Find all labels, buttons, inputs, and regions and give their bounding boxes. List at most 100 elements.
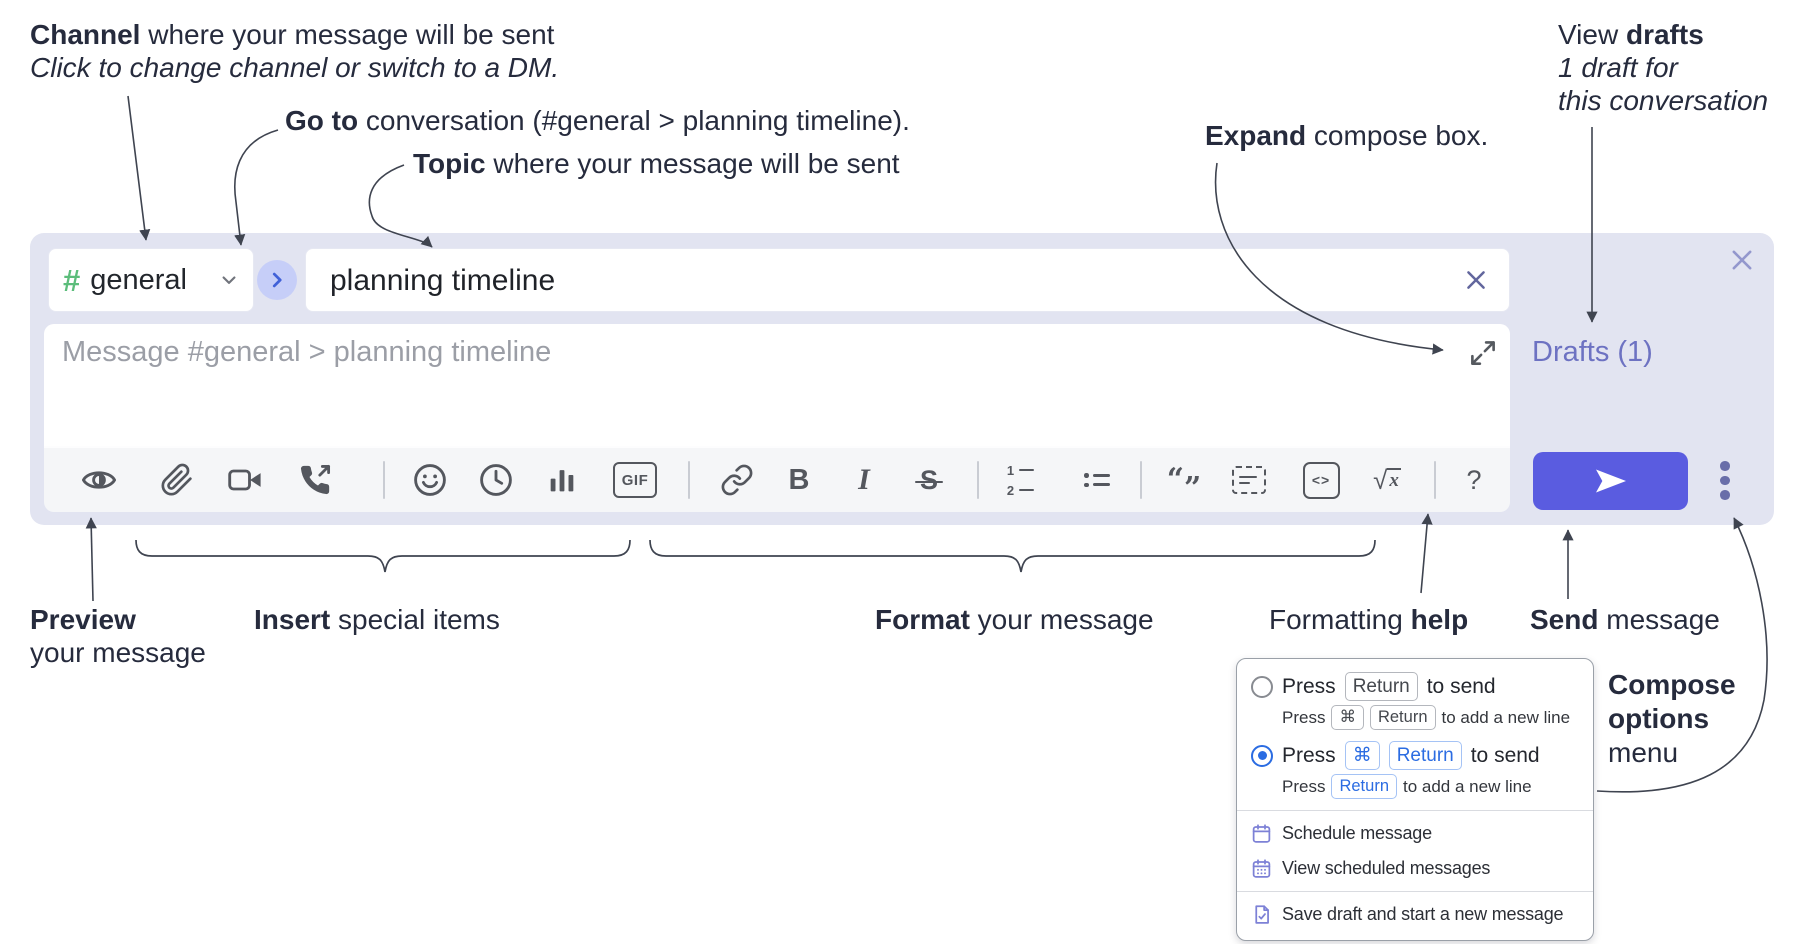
topic-input[interactable] <box>328 249 1462 313</box>
schedule-message-item[interactable]: Schedule message <box>1251 816 1579 851</box>
annotation-channel-rest: where your message will be sent <box>140 19 555 50</box>
smiley-icon <box>414 464 446 496</box>
link-button[interactable] <box>715 458 759 502</box>
bulleted-list-button[interactable] <box>1075 458 1119 502</box>
cmd-enter-sends-option[interactable]: Press ⌘ Return to send <box>1251 736 1579 772</box>
cmd-enter-sends-hint: Press Return to add a new line <box>1251 772 1579 805</box>
annotation-expand-bold: Expand <box>1205 120 1307 151</box>
numbered-list-button[interactable]: 1 2 <box>998 458 1042 502</box>
annotation-channel-line2: Click to change channel or switch to a D… <box>30 52 560 83</box>
annotation-help-bold: help <box>1410 604 1469 635</box>
annotation-channel-bold: Channel <box>30 19 141 50</box>
annotation-expand: Expand compose box. <box>1205 119 1488 152</box>
message-input[interactable] <box>60 334 1444 438</box>
close-icon <box>1732 250 1752 270</box>
popup-divider <box>1237 810 1593 811</box>
strikethrough-icon: S <box>914 464 944 495</box>
calendar-icon <box>1252 824 1271 843</box>
go-to-conversation-button[interactable] <box>257 260 297 300</box>
radio-unselected-icon[interactable] <box>1251 675 1273 698</box>
send-button[interactable] <box>1533 452 1688 510</box>
annotation-expand-rest: compose box. <box>1306 120 1489 151</box>
annotation-insert-rest: special items <box>330 604 500 635</box>
gif-icon: GIF <box>613 462 657 498</box>
channel-hash-icon: # <box>63 262 81 298</box>
global-time-button[interactable] <box>474 458 518 502</box>
calendar-dots-icon <box>1252 859 1271 878</box>
menu-item-label: Schedule message <box>1282 823 1432 843</box>
channel-name: general <box>90 263 187 296</box>
draft-document-icon <box>1255 905 1269 924</box>
paperclip-icon <box>161 463 192 496</box>
annotation-preview-bold: Preview <box>30 604 136 635</box>
emoji-button[interactable] <box>408 458 452 502</box>
drafts-link[interactable]: Drafts (1) <box>1532 336 1653 368</box>
video-call-button[interactable] <box>223 458 267 502</box>
bar-chart-icon <box>550 470 574 492</box>
message-field <box>44 324 1510 446</box>
annotation-send: Send message <box>1530 603 1720 636</box>
toolbar-divider <box>977 461 979 499</box>
expand-compose-button[interactable] <box>1468 338 1498 368</box>
compose-box: # general Drafts (1) <box>30 233 1774 525</box>
spoiler-button[interactable] <box>1227 458 1271 502</box>
spoiler-icon <box>1232 466 1266 494</box>
annotation-topic-rest: where your message will be sent <box>485 148 900 179</box>
save-draft-item[interactable]: Save draft and start a new message <box>1251 897 1579 932</box>
annotation-format: Format your message <box>875 603 1154 636</box>
format-brace <box>649 539 1376 573</box>
annotation-goto-rest: conversation (#general > planning timeli… <box>358 105 910 136</box>
return-key: Return <box>1369 705 1436 730</box>
formatting-help-button[interactable]: ? <box>1452 458 1496 502</box>
math-button[interactable]: √x <box>1365 458 1409 502</box>
return-key: Return <box>1344 672 1418 701</box>
eye-icon <box>81 471 117 489</box>
connector-preview <box>85 517 97 602</box>
italic-button[interactable]: I <box>842 458 886 502</box>
gif-button[interactable]: GIF <box>613 458 657 502</box>
preview-button[interactable] <box>77 458 121 502</box>
radio-selected-icon[interactable] <box>1251 744 1273 767</box>
cmd-key: ⌘ <box>1331 705 1364 730</box>
return-key: Return <box>1388 741 1462 770</box>
annotation-view-drafts-line2: 1 draft for <box>1558 52 1678 83</box>
compose-options-menu-button[interactable] <box>1716 457 1734 504</box>
chevron-down-icon <box>219 270 239 290</box>
press-label: Press <box>1282 776 1326 796</box>
toolbar-divider <box>1434 461 1436 499</box>
strikethrough-button[interactable]: S <box>907 458 951 502</box>
link-icon <box>721 464 753 496</box>
close-compose-button[interactable] <box>1728 246 1756 274</box>
annotation-topic-bold: Topic <box>413 148 486 179</box>
annotation-topic: Topic where your message will be sent <box>413 147 900 180</box>
clock-icon <box>480 464 512 496</box>
attach-file-button[interactable] <box>155 458 199 502</box>
annotation-help-pre: Formatting <box>1269 604 1411 635</box>
annotation-goto: Go to conversation (#general > planning … <box>285 104 910 137</box>
annotation-preview: Preview your message <box>30 603 206 669</box>
voice-call-button[interactable] <box>293 458 337 502</box>
annotation-preview-line2: your message <box>30 637 206 668</box>
view-scheduled-messages-item[interactable]: View scheduled messages <box>1251 851 1579 886</box>
press-label: Press <box>1282 707 1326 727</box>
topic-field <box>305 248 1510 313</box>
enter-sends-option[interactable]: Press Return to send <box>1251 667 1579 703</box>
to-send-label: to send <box>1426 674 1496 698</box>
poll-button[interactable] <box>540 458 584 502</box>
quote-button[interactable]: “” <box>1162 458 1206 504</box>
ol-number: 2 <box>1006 482 1015 498</box>
annotation-compose-options-line2: options <box>1608 703 1710 734</box>
code-button[interactable]: <> <box>1299 458 1343 502</box>
connector-goto <box>233 129 279 246</box>
cmd-key: ⌘ <box>1344 741 1380 770</box>
clear-topic-button[interactable] <box>1463 267 1489 293</box>
annotation-view-drafts: View drafts 1 draft for this conversatio… <box>1558 18 1768 117</box>
menu-item-label: Save draft and start a new message <box>1282 904 1564 924</box>
channel-selector[interactable]: # general <box>48 248 254 312</box>
annotation-view-drafts-line3: this conversation <box>1558 85 1769 116</box>
phone-outgoing-icon <box>300 464 331 495</box>
annotation-send-rest: message <box>1598 604 1720 635</box>
annotation-formatting-help: Formatting help <box>1269 603 1468 636</box>
bold-button[interactable]: B <box>777 458 821 502</box>
